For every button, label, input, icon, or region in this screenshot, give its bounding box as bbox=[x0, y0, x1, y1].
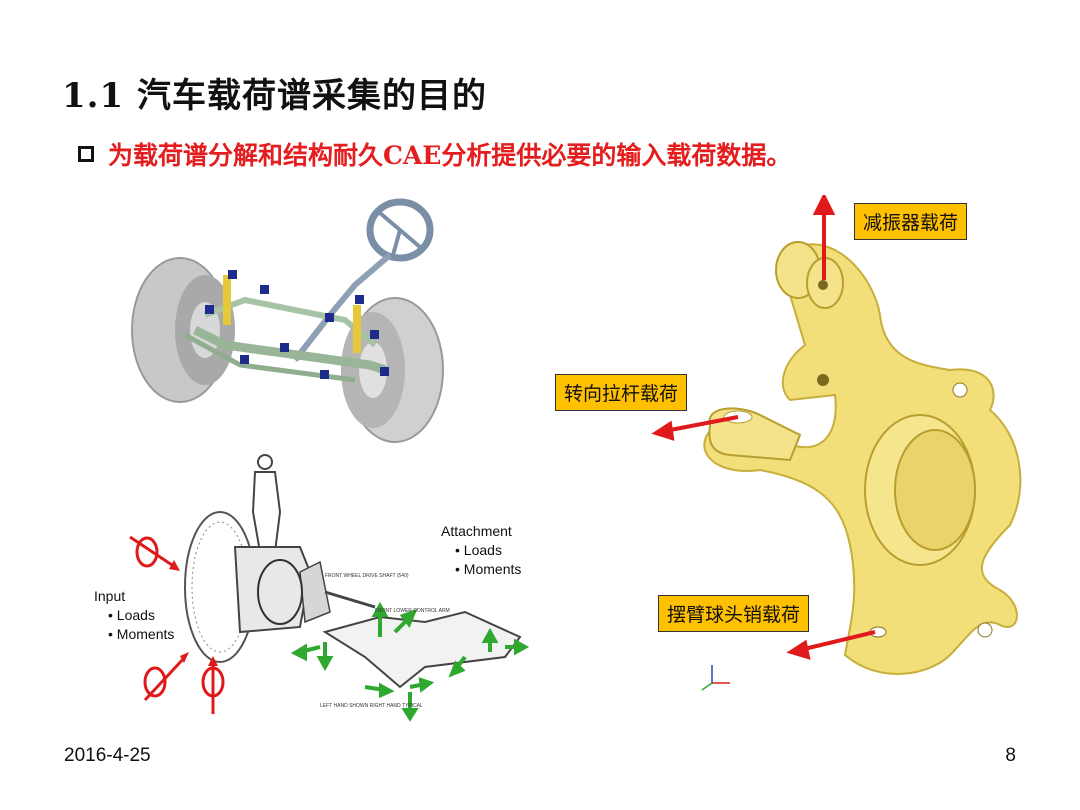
steering-knuckle-illustration bbox=[651, 195, 1022, 691]
attachment-item: Moments bbox=[455, 560, 522, 579]
attachment-title: Attachment bbox=[441, 523, 512, 539]
input-list: Input Loads Moments bbox=[94, 587, 174, 644]
attachment-item: Loads bbox=[455, 541, 521, 560]
suspension-loads-diagram: FRONT WHEEL DRIVE SHAFT (540) FRONT LOWE… bbox=[129, 454, 530, 722]
input-title: Input bbox=[94, 588, 126, 604]
small-label-lower-arm: FRONT LOWER CONTROL ARM bbox=[375, 608, 450, 614]
ball-joint-load-label: 摆臂球头销载荷 bbox=[658, 595, 810, 632]
page-number: 8 bbox=[1005, 745, 1016, 766]
square-bullet-icon bbox=[78, 146, 94, 162]
input-item: Moments bbox=[108, 625, 175, 644]
damper-load-label: 减振器载荷 bbox=[854, 203, 968, 240]
steering-axle-illustration bbox=[131, 198, 444, 443]
input-item: Loads bbox=[108, 606, 174, 625]
small-label-left-hand: LEFT HAND SHOWN RIGHT HAND TYPICAL bbox=[320, 703, 423, 709]
small-label-drive-shaft: FRONT WHEEL DRIVE SHAFT (540) bbox=[325, 573, 409, 579]
tie-rod-load-label: 转向拉杆载荷 bbox=[555, 374, 688, 411]
footer-date: 2016-4-25 bbox=[64, 745, 151, 766]
bullet-text: 为载荷谱分解和结构耐久CAE分析提供必要的输入载荷数据。 bbox=[108, 141, 792, 170]
slide-title: 1.1 汽车载荷谱采集的目的 bbox=[62, 76, 487, 116]
attachment-list: Attachment Loads Moments bbox=[441, 522, 521, 579]
bullet-item: 为载荷谱分解和结构耐久CAE分析提供必要的输入载荷数据。 bbox=[78, 136, 791, 172]
